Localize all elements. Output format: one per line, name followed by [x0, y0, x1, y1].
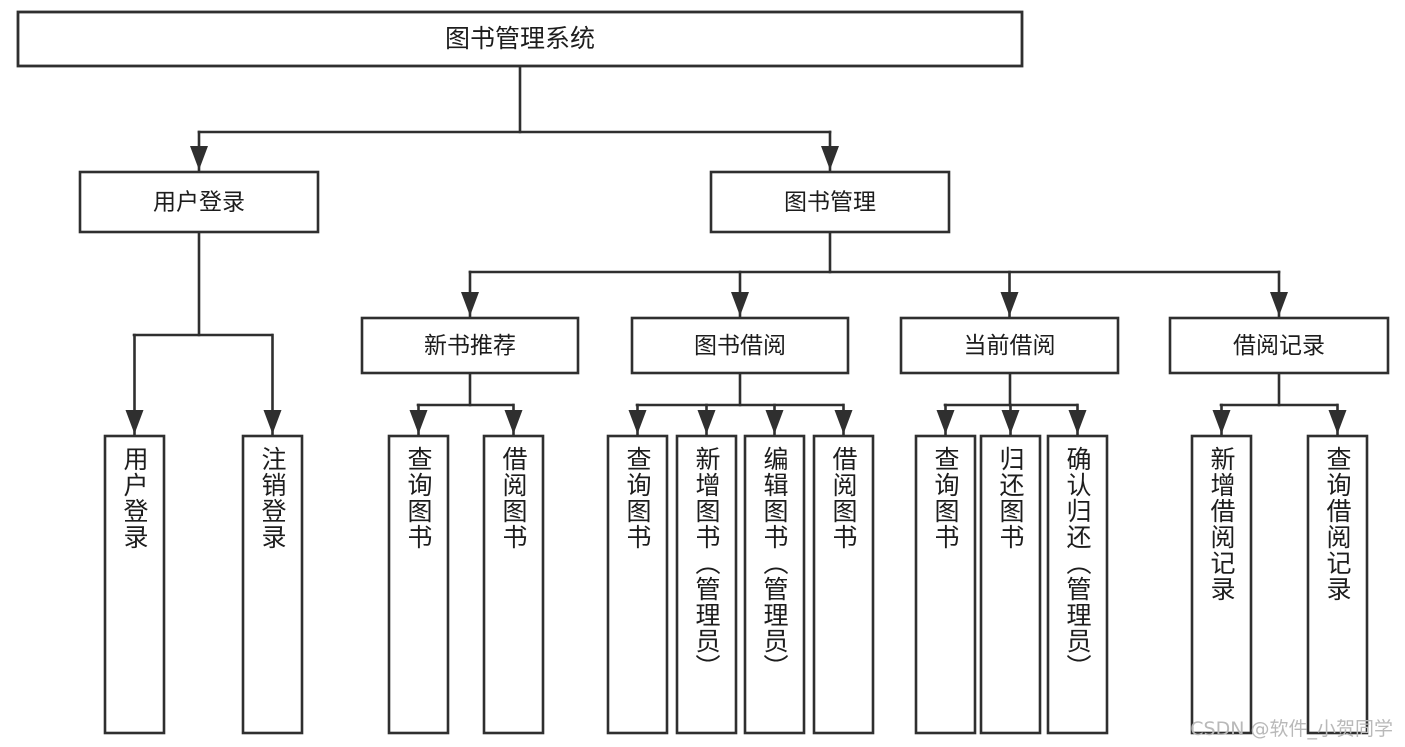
connector-links — [125, 64, 1347, 436]
arrow-icon-leaf-logout — [263, 410, 282, 434]
arrow-icon-book-manage — [821, 146, 839, 170]
arrow-icon-user-login — [190, 146, 208, 170]
node-leaf-query-book-1[interactable] — [387, 434, 450, 735]
node-leaf-confirm-return[interactable] — [1046, 434, 1109, 735]
node-leaf-user-login[interactable] — [103, 434, 166, 735]
arrow-icon-leaf-query-book-1 — [409, 410, 428, 434]
node-label-user-login: 用户登录 — [153, 190, 245, 216]
node-root[interactable] — [16, 10, 1024, 68]
node-new-book-rec[interactable] — [360, 316, 580, 375]
node-label-book-manage: 图书管理 — [784, 190, 876, 216]
node-book-borrow[interactable] — [630, 316, 850, 375]
node-root-label: 图书管理系统 — [445, 24, 595, 53]
node-leaf-return-book[interactable] — [979, 434, 1042, 735]
arrow-icon-leaf-user-login — [125, 410, 144, 434]
arrow-icon-leaf-add-book — [697, 410, 716, 434]
arrow-icon-leaf-return-book — [1001, 410, 1020, 434]
node-leaf-query-book-3[interactable] — [914, 434, 977, 735]
node-leaf-query-book-2[interactable] — [606, 434, 669, 735]
node-leaf-borrow-book-2[interactable] — [812, 434, 875, 735]
node-borrow-record[interactable] — [1168, 316, 1390, 375]
node-leaf-query-record[interactable] — [1306, 434, 1369, 735]
node-label-borrow-record: 借阅记录 — [1233, 333, 1325, 359]
arrow-icon-leaf-confirm-return — [1068, 410, 1087, 434]
node-user-login[interactable] — [78, 170, 320, 234]
node-leaf-borrow-book-1[interactable] — [482, 434, 545, 735]
node-current-borrow[interactable] — [899, 316, 1120, 375]
arrow-icon-leaf-add-record — [1212, 410, 1231, 434]
arrow-icon-leaf-borrow-book-2 — [834, 410, 853, 434]
node-leaf-edit-book[interactable] — [743, 434, 806, 735]
node-leaf-add-record[interactable] — [1190, 434, 1253, 735]
arrow-icon-borrow-record — [1270, 292, 1288, 316]
node-leaf-add-book[interactable] — [675, 434, 738, 735]
watermark-text: CSDN @软件_小贺同学 — [1190, 718, 1393, 740]
arrow-icon-current-borrow — [1000, 292, 1019, 316]
arrow-icon-leaf-edit-book — [765, 410, 784, 434]
node-book-manage[interactable] — [709, 170, 951, 234]
node-label-current-borrow: 当前借阅 — [964, 333, 1056, 359]
arrow-icon-leaf-query-record — [1328, 410, 1347, 434]
arrow-icon-leaf-query-book-3 — [936, 410, 955, 434]
arrow-icon-book-borrow — [731, 292, 749, 316]
node-boxes — [16, 10, 1390, 735]
arrow-icon-new-book-rec — [461, 292, 479, 316]
node-label-book-borrow: 图书借阅 — [694, 333, 786, 359]
node-leaf-logout[interactable] — [241, 434, 304, 735]
arrow-icon-leaf-query-book-2 — [628, 410, 647, 434]
arrow-icon-leaf-borrow-book-1 — [504, 410, 523, 434]
node-label-new-book-rec: 新书推荐 — [424, 333, 516, 359]
